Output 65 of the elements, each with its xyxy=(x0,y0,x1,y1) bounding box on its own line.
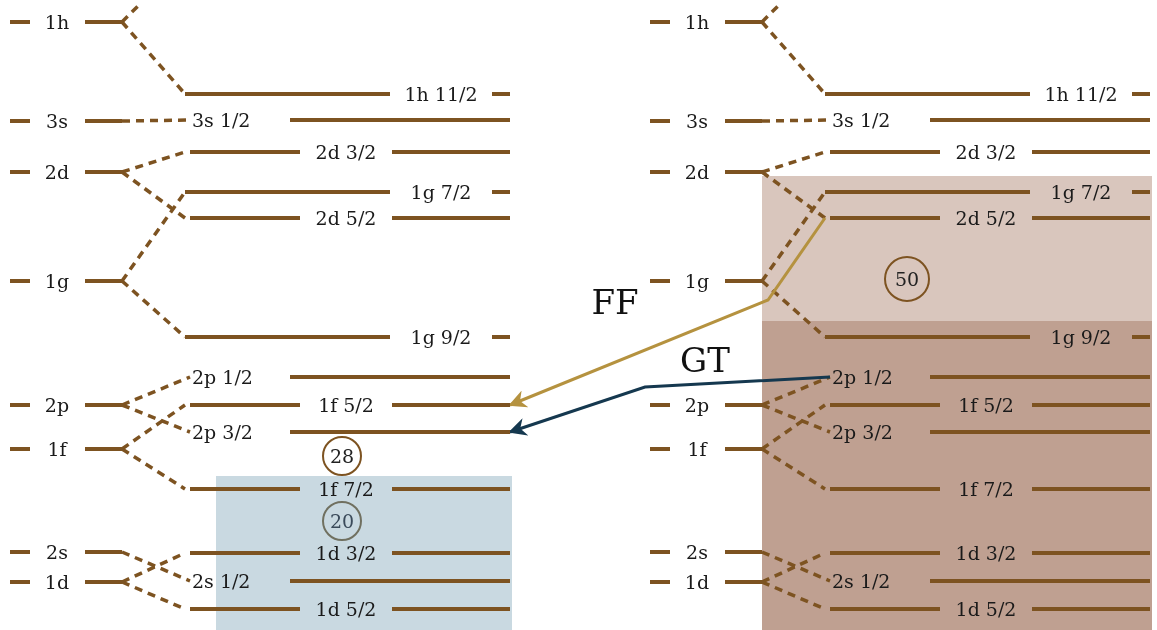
level-label: 1d 5/2 xyxy=(955,598,1017,620)
level-label: 2p 3/2 xyxy=(832,421,893,443)
dashed-connector xyxy=(121,447,186,491)
level-label: 2s xyxy=(686,541,708,563)
level-label: 28 xyxy=(329,443,355,469)
level-label: 2s 1/2 xyxy=(832,570,891,592)
level-label: 1f 7/2 xyxy=(318,478,374,500)
level-label: 2p xyxy=(44,394,70,416)
level-label: 1g 7/2 xyxy=(410,181,472,203)
dashed-connector xyxy=(120,191,187,282)
level-label: 1h 11/2 xyxy=(404,83,478,105)
level-label: 2p 1/2 xyxy=(832,366,893,388)
level-label: 1h 11/2 xyxy=(1044,83,1118,105)
level-label: 1f xyxy=(47,438,67,460)
level-label: 3s xyxy=(686,110,708,132)
arrow xyxy=(508,375,831,436)
level-label: 2d 3/2 xyxy=(315,141,377,163)
level-label: 2d xyxy=(44,161,70,183)
dashed-connector xyxy=(760,191,827,282)
level-label: 1h xyxy=(44,11,70,33)
level-label: 20 xyxy=(329,508,355,534)
level-label: 1d xyxy=(684,571,710,593)
level-label: 2p 3/2 xyxy=(192,421,253,443)
dashed-connector xyxy=(760,2,782,24)
dashed-connector xyxy=(761,403,826,451)
level-label: 1f xyxy=(687,438,707,460)
level-label: 2s 1/2 xyxy=(192,570,251,592)
level-label: 2d 5/2 xyxy=(955,207,1017,229)
dashed-connector xyxy=(761,150,826,174)
level-label: 2d 3/2 xyxy=(955,141,1017,163)
level-label: 1f 7/2 xyxy=(958,478,1014,500)
dashed-connector xyxy=(121,150,186,174)
level-label: 2d 5/2 xyxy=(315,207,377,229)
arrow xyxy=(508,217,827,408)
level-label: 1g xyxy=(684,270,710,292)
dashed-connector xyxy=(121,403,191,434)
dashed-connector xyxy=(761,375,831,407)
dashed-connector xyxy=(760,279,827,339)
level-label: 1d 3/2 xyxy=(955,542,1017,564)
dashed-connector xyxy=(121,375,191,407)
dashed-connector xyxy=(120,2,142,24)
dashed-connector xyxy=(760,170,827,220)
dashed-connector xyxy=(761,403,831,434)
dashed-connector xyxy=(121,403,186,451)
level-label: 3s 1/2 xyxy=(192,109,251,131)
dashed-connector xyxy=(120,170,187,220)
level-label: 1g 9/2 xyxy=(1050,326,1112,348)
level-label: 3s xyxy=(46,110,68,132)
level-label: 2p 1/2 xyxy=(192,366,253,388)
level-label: 3s 1/2 xyxy=(832,109,891,131)
level-label: 1f 5/2 xyxy=(318,394,374,416)
level-label: 1d xyxy=(44,571,70,593)
level-label: 2s xyxy=(46,541,68,563)
level-label: 2p xyxy=(684,394,710,416)
dashed-connector xyxy=(761,447,826,491)
level-label: 1f 5/2 xyxy=(958,394,1014,416)
level-label: 1h xyxy=(684,11,710,33)
dashed-connector xyxy=(120,279,187,339)
level-label: 1g 9/2 xyxy=(410,326,472,348)
level-label: 1g 7/2 xyxy=(1050,181,1112,203)
level-label: 50 xyxy=(894,266,920,292)
level-label: 2d xyxy=(684,161,710,183)
level-label: 1d 5/2 xyxy=(315,598,377,620)
level-label: 1g xyxy=(44,270,70,292)
level-label: 1d 3/2 xyxy=(315,542,377,564)
